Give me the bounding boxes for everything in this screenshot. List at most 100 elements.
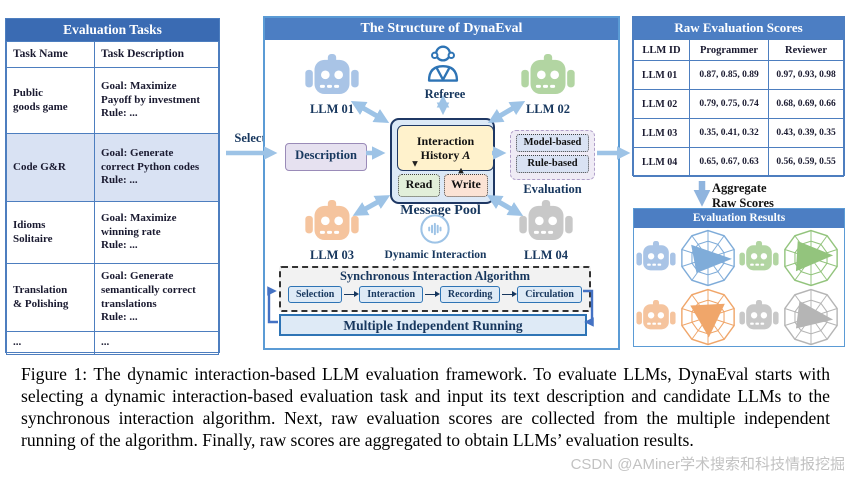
reviewer-scores: 0.97, 0.93, 0.98 [768, 60, 844, 90]
algorithm-steps: Selection Interaction Recording Circulat… [281, 284, 589, 303]
algorithm-title: Synchronous Interaction Algorithm [339, 269, 531, 283]
result-llm04 [739, 287, 842, 346]
dynamic-interaction-icon [419, 213, 451, 245]
col-programmer: Programmer [689, 39, 769, 61]
llm02-robot-icon [739, 241, 779, 274]
evaluation-methods-group: Model-based Rule-based [510, 130, 595, 180]
llm-id: LLM 03 [633, 118, 690, 148]
description-box: Description [285, 143, 367, 171]
programmer-scores: 0.79, 0.75, 0.74 [689, 89, 769, 119]
task-name: Translation & Polishing [6, 263, 95, 332]
aggregate-raw-scores-label: Aggregate Raw Scores [712, 181, 774, 210]
dynaeval-structure-panel: The Structure of DynaEval LLM 01 Referee… [263, 16, 620, 350]
llm01-label: LLM 01 [309, 102, 355, 116]
flow-arrow-icon [502, 290, 518, 297]
llm04-radar-chart [780, 286, 842, 348]
col-llm-id: LLM ID [633, 39, 690, 61]
reviewer-scores: 0.68, 0.69, 0.66 [768, 89, 844, 119]
flow-arrow-icon [344, 290, 360, 297]
llm03-robot-icon [636, 300, 676, 333]
llm02-radar-chart [780, 227, 842, 289]
step-interaction: Interaction [359, 286, 424, 303]
task-row-code-gr: Code G&R Goal: Generate correct Python c… [6, 133, 219, 202]
multiple-independent-running-box: Multiple Independent Running [279, 314, 587, 336]
llm04-robot-icon [739, 300, 779, 333]
llm03-label: LLM 03 [309, 248, 355, 262]
reviewer-scores: 0.56, 0.59, 0.55 [768, 147, 844, 177]
referee-label: Referee [424, 87, 466, 101]
result-llm03 [636, 287, 739, 346]
interaction-history-box: Interaction History A [397, 125, 494, 171]
score-row-llm01: LLM 01 0.87, 0.85, 0.89 0.97, 0.93, 0.98 [633, 60, 844, 90]
interaction-history-label: Interaction History [416, 134, 475, 162]
task-name: Code G&R [6, 133, 95, 202]
llm01-robot-icon [636, 241, 676, 274]
result-llm01 [636, 228, 739, 287]
task-row-public-goods: Public goods game Goal: Maximize Payoff … [6, 67, 219, 134]
score-row-llm03: LLM 03 0.35, 0.41, 0.32 0.43, 0.39, 0.35 [633, 118, 844, 148]
dynamic-interaction-label: Dynamic Interaction [384, 249, 487, 261]
task-row-idioms: Idioms Solitaire Goal: Maximize winning … [6, 201, 219, 264]
step-circulation: Circulation [517, 286, 582, 303]
llm-id: LLM 04 [633, 147, 690, 177]
scores-header-row: LLM ID Programmer Reviewer [633, 39, 844, 61]
score-row-llm02: LLM 02 0.79, 0.75, 0.74 0.68, 0.69, 0.66 [633, 89, 844, 119]
reviewer-scores: 0.43, 0.39, 0.35 [768, 118, 844, 148]
col-task-description: Task Description [94, 41, 219, 68]
raw-scores-title: Raw Evaluation Scores [633, 17, 844, 39]
programmer-scores: 0.87, 0.85, 0.89 [689, 60, 769, 90]
message-pool-box: Interaction History A Read Write [390, 118, 495, 204]
referee-icon [425, 42, 461, 84]
programmer-scores: 0.65, 0.67, 0.63 [689, 147, 769, 177]
llm-id: LLM 01 [633, 60, 690, 90]
llm-id: LLM 02 [633, 89, 690, 119]
evaluation-label: Evaluation [523, 182, 582, 196]
evaluation-tasks-panel: Evaluation Tasks Task Name Task Descript… [5, 18, 220, 355]
select-label: Select [234, 131, 266, 145]
message-pool-label: Message Pool [400, 203, 481, 218]
csdn-watermark: CSDN @AMiner学术搜索和科技情报挖掘 [570, 456, 845, 473]
task-desc: Goal: Generate semantically correct tran… [94, 263, 219, 332]
rule-based-box: Rule-based [516, 155, 589, 173]
llm04-robot-icon [519, 200, 573, 245]
evaluation-results-panel: Evaluation Results [633, 208, 845, 347]
step-selection: Selection [288, 286, 343, 303]
task-row-ellipsis: ... ... [6, 331, 219, 355]
task-desc: ... [94, 331, 219, 355]
col-task-name: Task Name [6, 41, 95, 68]
model-based-box: Model-based [516, 134, 589, 152]
programmer-scores: 0.35, 0.41, 0.32 [689, 118, 769, 148]
llm02-robot-icon [521, 54, 575, 99]
results-grid [634, 228, 844, 346]
llm03-robot-icon [305, 200, 359, 245]
evaluation-tasks-title: Evaluation Tasks [6, 19, 219, 41]
evaluation-tasks-table: Task Name Task Description Public goods … [6, 41, 219, 355]
result-llm02 [739, 228, 842, 287]
task-desc: Goal: Generate correct Python codes Rule… [94, 133, 219, 202]
structure-title: The Structure of DynaEval [265, 18, 618, 40]
llm04-label: LLM 04 [523, 248, 569, 262]
task-desc: Goal: Maximize Payoff by investment Rule… [94, 67, 219, 134]
llm02-label: LLM 02 [525, 102, 571, 116]
task-name: Idioms Solitaire [6, 201, 95, 264]
task-row-translation: Translation & Polishing Goal: Generate s… [6, 263, 219, 332]
llm01-robot-icon [305, 54, 359, 99]
task-name: ... [6, 331, 95, 355]
raw-scores-table: LLM ID Programmer Reviewer LLM 01 0.87, … [633, 39, 844, 177]
evaluation-results-title: Evaluation Results [634, 209, 844, 228]
raw-scores-panel: Raw Evaluation Scores LLM ID Programmer … [632, 16, 845, 177]
score-row-llm04: LLM 04 0.65, 0.67, 0.63 0.56, 0.59, 0.55 [633, 147, 844, 177]
write-box: Write [444, 174, 488, 197]
flow-arrow-icon [424, 290, 440, 297]
task-desc: Goal: Maximize winning rate Rule: ... [94, 201, 219, 264]
interaction-history-variable: A [462, 148, 471, 162]
llm01-radar-chart [677, 227, 739, 289]
col-reviewer: Reviewer [768, 39, 844, 61]
llm03-radar-chart [677, 286, 739, 348]
figure-caption: Figure 1: The dynamic interaction-based … [21, 364, 830, 450]
task-name: Public goods game [6, 67, 95, 134]
read-box: Read [398, 174, 440, 197]
sync-interaction-algorithm-box: Synchronous Interaction Algorithm Select… [279, 266, 591, 312]
step-recording: Recording [439, 286, 501, 303]
